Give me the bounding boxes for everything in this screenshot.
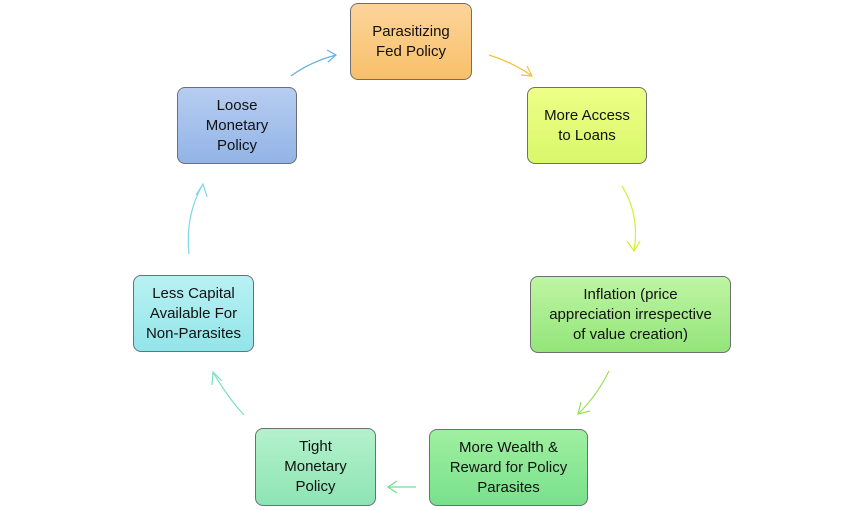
node-less-capital-available: Less Capital Available For Non-Parasites bbox=[133, 275, 254, 352]
arrow-loose-to-parasitizing bbox=[290, 49, 338, 77]
arrow-wealth-to-tight bbox=[386, 480, 416, 494]
arrow-tight-to-less-capital bbox=[211, 370, 245, 416]
node-tight-monetary-policy: Tight Monetary Policy bbox=[255, 428, 376, 506]
node-more-access-to-loans: More Access to Loans bbox=[527, 87, 647, 164]
node-inflation: Inflation (price appreciation irrespecti… bbox=[530, 276, 731, 353]
node-more-wealth-reward: More Wealth & Reward for Policy Parasite… bbox=[429, 429, 588, 506]
arrow-inflation-to-wealth bbox=[577, 370, 610, 415]
node-loose-monetary-policy: Loose Monetary Policy bbox=[177, 87, 297, 164]
arrow-less-capital-to-loose bbox=[187, 182, 208, 255]
arrow-loans-to-inflation bbox=[621, 185, 641, 253]
node-parasitizing-fed-policy: Parasitizing Fed Policy bbox=[350, 3, 472, 80]
arrow-parasitizing-to-loans bbox=[488, 54, 534, 77]
